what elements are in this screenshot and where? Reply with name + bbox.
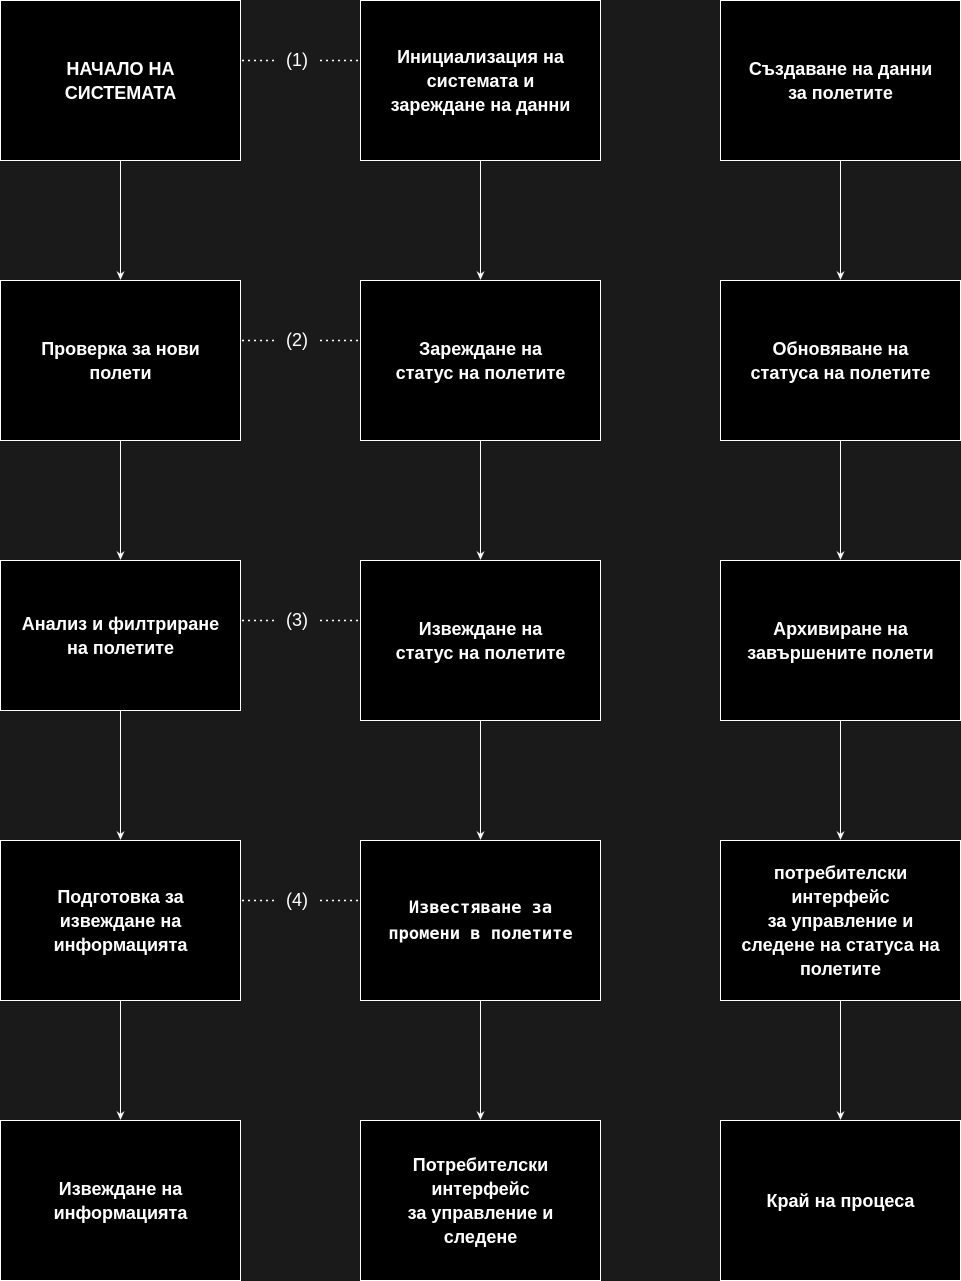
node-ui: Потребителски интерфейс за управление и …: [360, 1120, 601, 1281]
node-output-info: Извеждане на информацията: [0, 1120, 241, 1281]
node-load-status: Зареждане на статус на полетите: [360, 280, 601, 441]
node-prepare: Подготовка за извеждане на информацията: [0, 840, 241, 1001]
node-update-status: Обновяване на статуса на полетите: [720, 280, 961, 441]
node-check-new: Проверка за нови полети: [0, 280, 241, 441]
link-label-2: (2): [286, 329, 308, 350]
link-label-3: (3): [286, 609, 308, 630]
node-archive: Архивиране на завършените полети: [720, 560, 961, 721]
node-start: НАЧАЛО НА СИСТЕМАТА: [0, 0, 241, 161]
node-analyze: Анализ и филтриране на полетите: [0, 560, 241, 711]
node-init: Инициализация на системата и зареждане н…: [360, 0, 601, 161]
node-create-data: Създаване на данни за полетите: [720, 0, 961, 161]
node-display-status: Извеждане на статус на полетите: [360, 560, 601, 721]
node-end: Край на процеса: [720, 1120, 961, 1281]
link-label-1: (1): [286, 49, 308, 70]
node-notify: Известяване за промени в полетите: [360, 840, 601, 1001]
link-label-4: (4): [286, 889, 308, 910]
node-ui-tracking: потребителски интерфейс за управление и …: [720, 840, 961, 1001]
